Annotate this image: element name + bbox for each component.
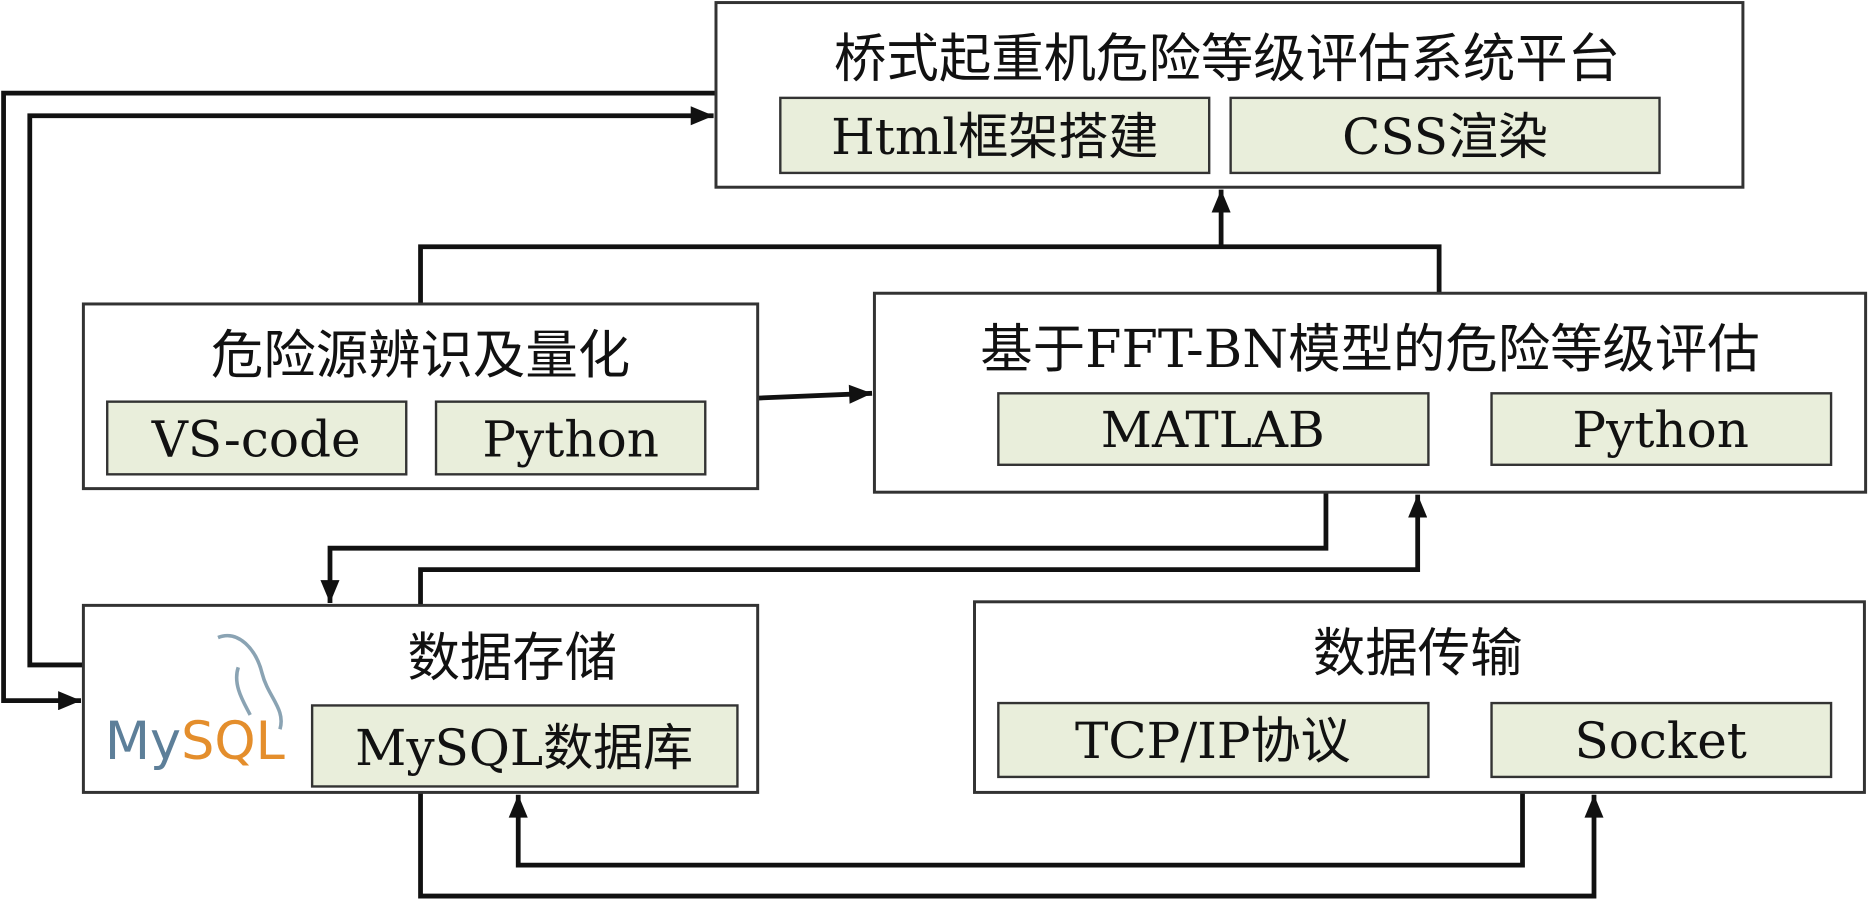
transfer-title: 数据传输	[1313, 623, 1523, 684]
storage-box: MySQL 数据存储 MySQL数据库	[81, 603, 760, 794]
arrow-platform-to-storage	[1, 90, 716, 711]
arrow-assessment-to-storage	[320, 492, 1329, 603]
arrow-transfer-to-storage	[508, 792, 1525, 868]
platform-item-html: Html框架搭建	[831, 108, 1158, 166]
storage-item-mysql: MySQL数据库	[355, 719, 693, 777]
svg-text:MySQL: MySQL	[105, 711, 285, 772]
arrow-storage-to-assessment	[418, 494, 1428, 606]
hazard-item-vscode: VS-code	[151, 410, 361, 468]
assessment-item-matlab: MATLAB	[1101, 401, 1325, 459]
arrow-storage-to-platform	[27, 106, 714, 668]
transfer-item-tcpip: TCP/IP协议	[1075, 712, 1351, 770]
arrow-hazard-to-assessment	[757, 384, 873, 404]
platform-item-css: CSS渲染	[1342, 108, 1548, 166]
hazard-title: 危险源辨识及量化	[211, 325, 630, 386]
platform-box: 桥式起重机危险等级评估系统平台 Html框架搭建 CSS渲染	[714, 1, 1745, 189]
line-hazard-to-assessment-top	[418, 244, 1442, 304]
assessment-item-python: Python	[1572, 401, 1749, 459]
assessment-title: 基于FFT-BN模型的危险等级评估	[980, 319, 1759, 380]
arrow-storage-to-transfer	[418, 792, 1604, 899]
transfer-box: 数据传输 TCP/IP协议 Socket	[973, 600, 1866, 794]
assessment-box: 基于FFT-BN模型的危险等级评估 MATLAB Python	[872, 291, 1868, 494]
storage-title: 数据存储	[407, 628, 617, 689]
hazard-item-python: Python	[482, 410, 659, 468]
connectors	[1, 90, 1604, 899]
mysql-logo: MySQL	[105, 633, 285, 772]
platform-title: 桥式起重机危险等级评估系统平台	[834, 28, 1620, 89]
transfer-item-socket: Socket	[1575, 712, 1747, 770]
hazard-box: 危险源辨识及量化 VS-code Python	[81, 302, 760, 491]
